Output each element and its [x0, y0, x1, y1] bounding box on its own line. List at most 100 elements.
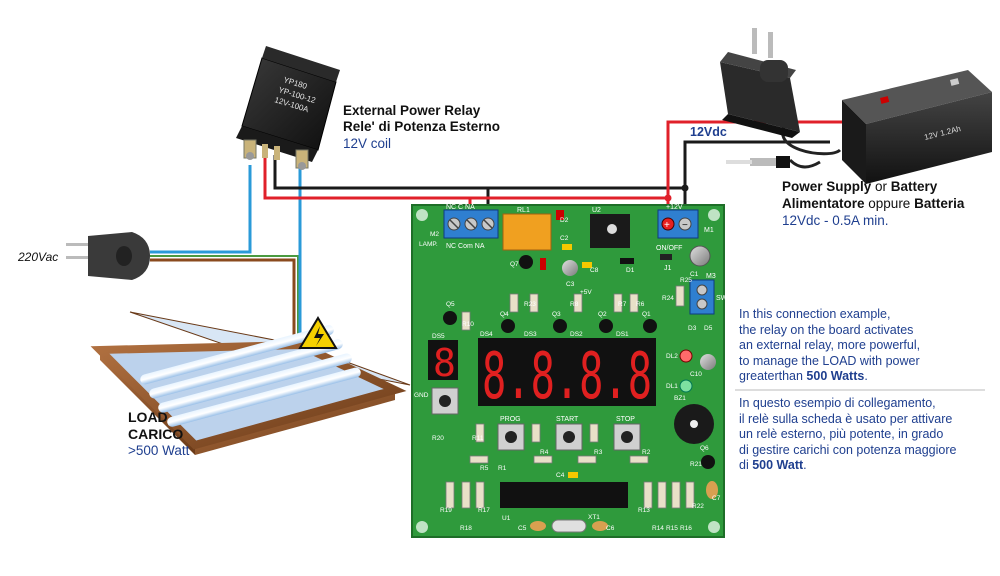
c1-label: C1: [690, 271, 699, 278]
supply-line1-c: Battery: [890, 179, 938, 194]
desc-en-line5: greaterthan 500 Watts.: [739, 369, 868, 383]
battery: 12V 1.2Ah: [842, 70, 992, 184]
load-title-en: LOAD: [128, 409, 168, 425]
desc-it-line3: un relè esterno, più potente, in grado: [739, 427, 944, 441]
xt1-label: XT1: [588, 514, 600, 521]
mains-wire-brown: [150, 258, 296, 345]
r15-label: R15: [666, 525, 678, 532]
silkscreen-labels: DS5 DS4 DS3 DS2 DS1 Q7 Q5 Q4 Q3 Q2 Q1 Q6…: [432, 217, 721, 532]
bz1-label: BZ1: [674, 395, 686, 402]
j1-label: J1: [664, 265, 672, 272]
ds1-label: DS1: [616, 331, 629, 338]
load-lamp: [90, 311, 411, 455]
c7-label: C7: [712, 495, 721, 502]
q7-label: Q7: [510, 261, 519, 268]
supply-line2-b: oppure: [864, 196, 915, 211]
desc-en-line2: the relay on the board activates: [739, 322, 914, 337]
r4-label: R4: [540, 449, 549, 456]
r3-label: R3: [594, 449, 603, 456]
r16-label: R16: [680, 525, 692, 532]
u1-label: U1: [502, 515, 511, 522]
m1-label: M1: [704, 227, 714, 234]
relay-coil-label: 12V coil: [343, 136, 392, 151]
relay-title-it: Rele' di Potenza Esterno: [343, 119, 500, 134]
terminal-top-label: NC C NA: [446, 204, 475, 211]
power-adapter: [720, 28, 800, 138]
supply-line2: Alimentatore oppure Batteria: [782, 196, 964, 212]
desc-it-line2: il relè sulla scheda è usato per attivar…: [739, 411, 953, 426]
r7-label: R7: [618, 301, 627, 308]
rl1-label: RL1: [517, 207, 530, 214]
r14-label: R14: [652, 525, 664, 532]
mains-wire-green: [150, 255, 299, 345]
junction-dot-black: [681, 184, 689, 192]
description-english: In this connection example, the relay on…: [739, 307, 999, 385]
terminal-bottom-label: NC Com NA: [446, 243, 485, 250]
d5-label: D5: [704, 325, 713, 332]
r2-label: R2: [642, 449, 651, 456]
desc-it-line5: di 500 Watt.: [739, 458, 807, 472]
r5-label: R5: [480, 465, 489, 472]
c3-label: C3: [566, 281, 575, 288]
r6-label: R6: [636, 301, 645, 308]
dl2-label: DL2: [666, 353, 678, 360]
desc-en-line3: an external relay, more powerful,: [739, 338, 921, 352]
gnd-label: GND: [414, 392, 429, 399]
q6-label: Q6: [700, 445, 709, 452]
c2-label: C2: [560, 235, 569, 242]
r1-label: R1: [498, 465, 507, 472]
r22-label: R22: [692, 503, 704, 510]
q5-label: Q5: [446, 301, 455, 308]
supply-voltage-tag: 12Vdc: [690, 125, 727, 139]
svg-text:+: +: [664, 220, 670, 231]
mains-wire-blue: [150, 165, 252, 254]
external-relay: YP180 YP-100-12 12V-100A: [236, 46, 340, 170]
ds5-label: DS5: [432, 333, 445, 340]
q4-label: Q4: [500, 311, 509, 318]
ds4-label: DS4: [480, 331, 493, 338]
stop-label: STOP: [616, 416, 635, 423]
r8-label: R8: [570, 301, 579, 308]
r19-label: R19: [440, 507, 452, 514]
load-title-it: CARICO: [128, 426, 184, 442]
d3-label: D3: [688, 325, 697, 332]
m3-label: M3: [706, 273, 716, 280]
desc-en-line1: In this connection example,: [739, 307, 891, 321]
dc-plug-cable: [788, 158, 821, 169]
m2-label: M2: [430, 231, 439, 238]
c6-label: C6: [606, 525, 615, 532]
supply-spec: 12Vdc - 0.5A min.: [782, 213, 889, 228]
desc-it-line1: In questo esempio di collegamento,: [739, 396, 936, 410]
r17-label: R17: [478, 507, 490, 514]
on-off-label: ON/OFF: [656, 245, 682, 252]
c10-label: C10: [690, 371, 702, 378]
single-digit-display: 8: [433, 341, 456, 385]
d1-label: D1: [626, 267, 635, 274]
r23-label: R23: [524, 301, 536, 308]
q2-label: Q2: [598, 311, 607, 318]
dc-jack: [726, 156, 790, 168]
desc-en-line4: to manage the LOAD with power: [739, 353, 920, 368]
supply-line1-a: Power Supply: [782, 179, 872, 194]
q1-label: Q1: [642, 311, 651, 318]
plus5v-label: +5V: [580, 289, 592, 296]
u2-label: U2: [592, 207, 601, 214]
mains-voltage-label: 220Vac: [18, 250, 59, 264]
r11-label: R11: [472, 435, 484, 442]
r21-label: R21: [690, 461, 702, 468]
c5-label: C5: [518, 525, 527, 532]
plus-12v-label: +12V: [666, 204, 683, 211]
r20-label: R20: [432, 435, 444, 442]
relay-title-en: External Power Relay: [343, 103, 481, 118]
supply-line2-a: Alimentatore: [782, 196, 865, 211]
q3-label: Q3: [552, 311, 561, 318]
start-label: START: [556, 416, 579, 423]
supply-line1-b: or: [871, 179, 891, 194]
sw-label: SW: [716, 295, 728, 302]
r18-label: R18: [460, 525, 472, 532]
coil-wire-black: [273, 155, 685, 190]
c8-label: C8: [590, 267, 599, 274]
prog-label: PROG: [500, 416, 521, 423]
ds3-label: DS3: [524, 331, 537, 338]
